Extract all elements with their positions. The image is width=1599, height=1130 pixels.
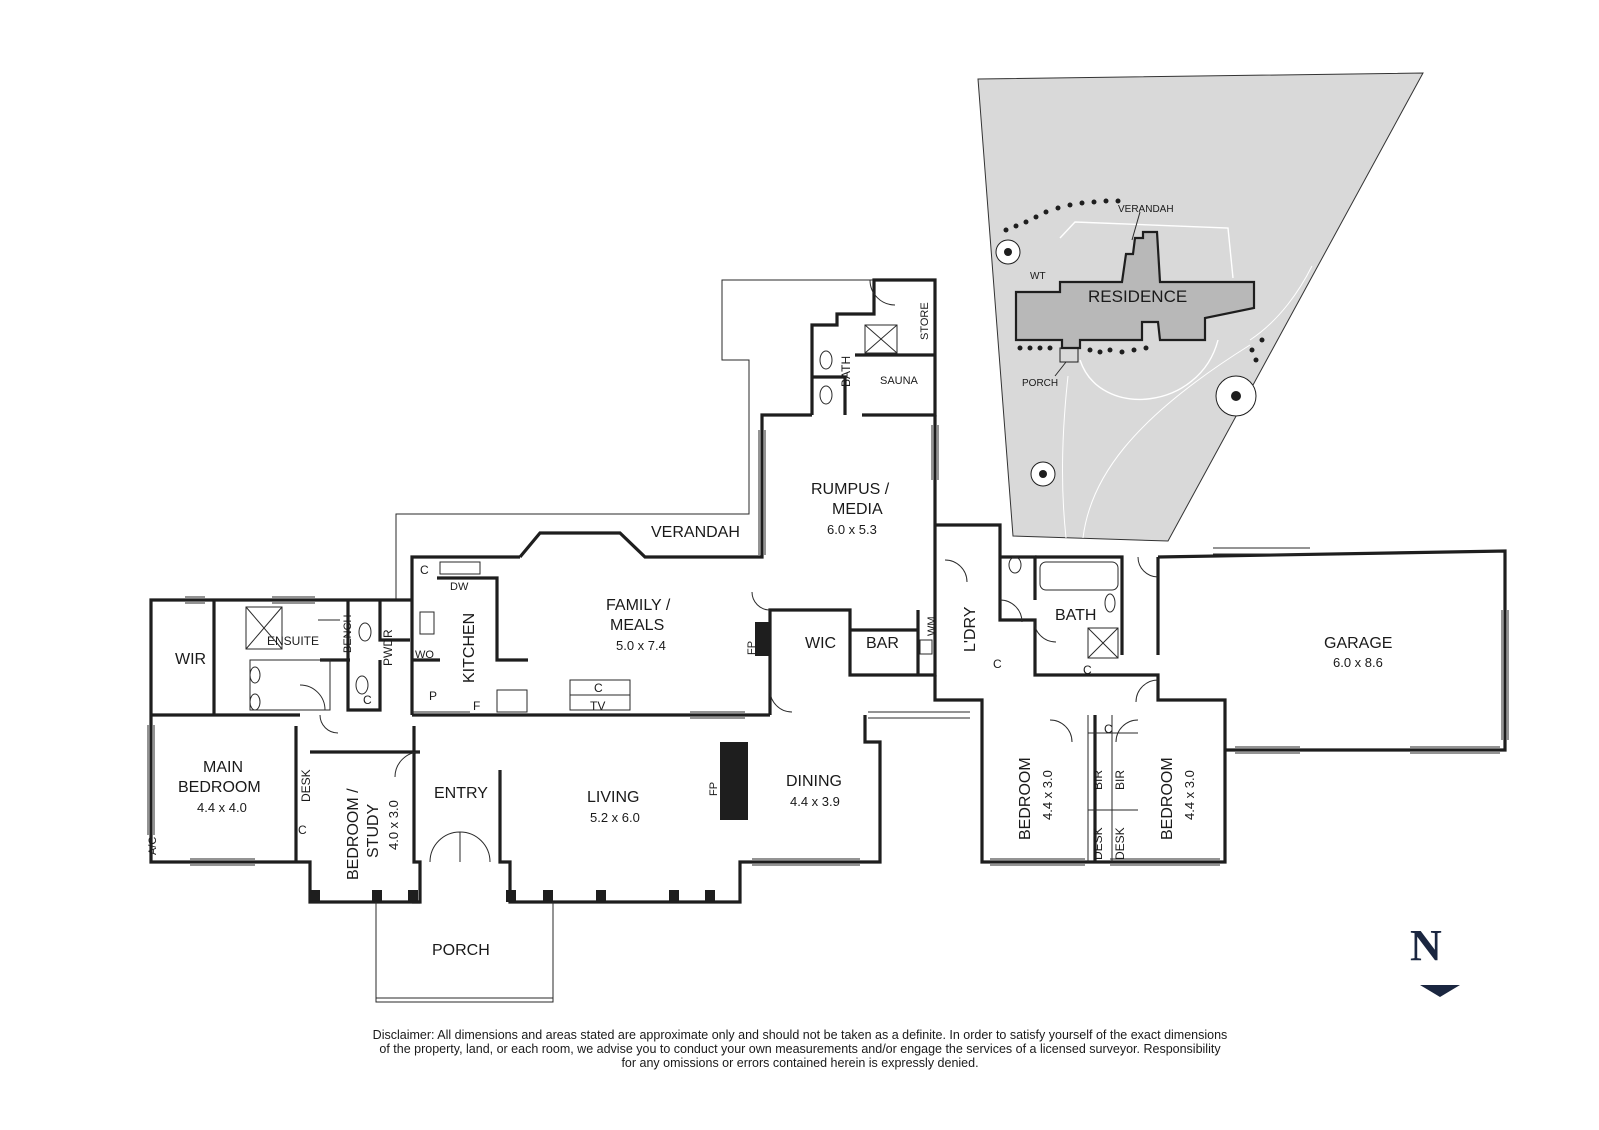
north-arrow-icon xyxy=(1420,985,1460,997)
bar-label: BAR xyxy=(866,635,899,652)
ldry-label: L'DRY xyxy=(962,606,979,652)
bir-east-label: BIR xyxy=(1113,770,1127,790)
family-dim: 5.0 x 7.4 xyxy=(616,638,666,653)
family-title-2: MEALS xyxy=(610,617,664,634)
bedroom-east-dim: 4.4 x 3.0 xyxy=(1182,770,1197,820)
study-title-2: STUDY xyxy=(365,803,382,858)
north-label: N xyxy=(1410,921,1442,970)
ac-label: A/C xyxy=(147,837,159,855)
site-verandah-leader xyxy=(1131,211,1141,241)
living-fireplace xyxy=(720,742,748,820)
disclaimer: Disclaimer: All dimensions and areas sta… xyxy=(240,1028,1360,1070)
porch-label: PORCH xyxy=(432,942,490,959)
bench-label: BENCH xyxy=(342,614,354,653)
store-label: STORE xyxy=(919,302,931,340)
bir-c-label: C xyxy=(1104,722,1113,736)
bir-dividers xyxy=(1087,715,1138,862)
living-fp-label: FP xyxy=(708,782,720,796)
pantry-label: P xyxy=(429,689,437,703)
fixtures xyxy=(245,324,1119,713)
bir-west-label: BIR xyxy=(1091,770,1105,790)
main-bed-title-2: BEDROOM xyxy=(178,779,261,796)
site-residence xyxy=(1014,230,1256,350)
site-porch-leader xyxy=(1054,361,1067,377)
east-bath-label: BATH xyxy=(1055,607,1096,624)
kitchen-c-label: C xyxy=(420,563,429,577)
bedroom-west-title: BEDROOM xyxy=(1017,757,1034,840)
sauna-label: SAUNA xyxy=(880,375,919,387)
bedroom-west-dim: 4.4 x 3.0 xyxy=(1040,770,1055,820)
front-porch xyxy=(310,890,715,1003)
disclaimer-line: for any omissions or errors contained he… xyxy=(621,1056,979,1070)
dw-label: DW xyxy=(450,581,469,593)
desk-east-label: DESK xyxy=(1113,827,1127,860)
main-bed-dim: 4.4 x 4.0 xyxy=(197,800,247,815)
rumpus-title-1: RUMPUS / xyxy=(811,481,890,498)
site-porch xyxy=(1059,347,1079,363)
entry-label: ENTRY xyxy=(434,785,488,802)
wo-label: WO xyxy=(415,649,434,661)
doors xyxy=(299,279,1159,863)
wic-label: WIC xyxy=(805,635,836,652)
bedroom-east-title: BEDROOM xyxy=(1159,757,1176,840)
ensuite-label: ENSUITE xyxy=(267,634,319,648)
site-plan: VERANDAH WT RESIDENCE PORCH xyxy=(977,72,1424,542)
windows xyxy=(147,425,1509,866)
dining-dim: 4.4 x 3.9 xyxy=(790,794,840,809)
wm-label: WM xyxy=(926,616,938,636)
main-c-label: C xyxy=(298,823,307,837)
kitchen-label: KITCHEN xyxy=(461,613,478,683)
walls xyxy=(149,278,1507,904)
site-residence-label: RESIDENCE xyxy=(1088,287,1187,306)
living-title: LIVING xyxy=(587,789,639,806)
rumpus-dim: 6.0 x 5.3 xyxy=(827,522,877,537)
main-bed-title-1: MAIN xyxy=(203,759,243,776)
family-title-1: FAMILY / xyxy=(606,597,671,614)
study-dim: 4.0 x 3.0 xyxy=(386,800,401,850)
site-garden-bed xyxy=(1079,339,1219,401)
living-dim: 5.2 x 6.0 xyxy=(590,810,640,825)
laundry-c-label: C xyxy=(993,657,1002,671)
family-fireplace xyxy=(755,622,771,656)
study-title-1: BEDROOM / xyxy=(345,788,362,880)
verandah-label: VERANDAH xyxy=(651,524,740,541)
fridge-label: F xyxy=(473,699,480,713)
pwdr-label: PWDR xyxy=(381,629,395,666)
main-desk-label: DESK xyxy=(299,769,313,802)
site-lawn-edge xyxy=(1059,221,1234,279)
rumpus-title-2: MEDIA xyxy=(832,501,883,518)
desk-west-label: DESK xyxy=(1091,827,1105,860)
verandah-outline xyxy=(395,279,874,600)
disclaimer-line: Disclaimer: All dimensions and areas sta… xyxy=(372,1028,1228,1042)
disclaimer-line: of the property, land, or each room, we … xyxy=(379,1042,1221,1056)
site-verandah-label: VERANDAH xyxy=(1118,204,1174,215)
tv-label: TV xyxy=(590,699,605,713)
garage-title: GARAGE xyxy=(1324,635,1392,652)
upper-bath-label: BATH xyxy=(839,356,853,387)
site-driveway xyxy=(1062,265,1313,539)
ensuite-c-label: C xyxy=(363,693,372,707)
site-trees xyxy=(995,198,1265,487)
room-labels: WIR ENSUITE BENCH PWDR WO C C DW KITCHEN… xyxy=(147,302,1392,959)
tv-c-label: C xyxy=(594,681,603,695)
site-porch-label: PORCH xyxy=(1022,378,1058,389)
family-fp-label: FP xyxy=(746,641,758,655)
garage-dim: 6.0 x 8.6 xyxy=(1333,655,1383,670)
dining-title: DINING xyxy=(786,773,842,790)
site-wt-label: WT xyxy=(1030,271,1046,282)
wir-label: WIR xyxy=(175,651,206,668)
east-bath-c-label: C xyxy=(1083,663,1092,677)
